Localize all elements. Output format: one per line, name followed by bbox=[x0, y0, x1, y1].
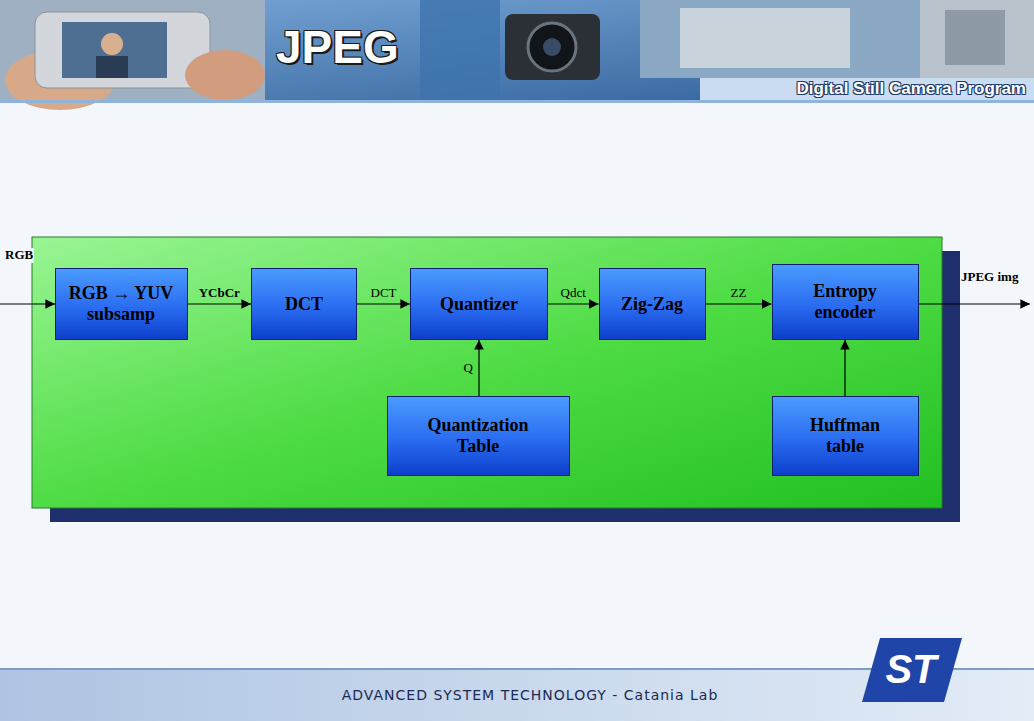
person-illustration bbox=[96, 56, 128, 78]
box-label: Zig-Zag bbox=[621, 294, 683, 315]
process-box: Entropy encoder bbox=[772, 264, 919, 340]
signal-name: YCbCr bbox=[199, 286, 240, 301]
process-box: Quantization Table bbox=[387, 396, 570, 476]
company-logo: ST bbox=[885, 646, 936, 692]
flow-arrow bbox=[188, 303, 252, 304]
hand-illustration bbox=[185, 50, 265, 100]
header-banner bbox=[0, 0, 1034, 100]
signal-name: Q bbox=[464, 361, 473, 376]
phone-screen bbox=[62, 22, 167, 78]
box-label: RGB → YUV subsamp bbox=[65, 283, 177, 324]
program-name: Digital Still Camera Program bbox=[796, 79, 1026, 99]
footer-text: ADVANCED SYSTEM TECHNOLOGY - Catania Lab bbox=[342, 687, 719, 703]
process-box: RGB → YUV subsamp bbox=[55, 268, 188, 340]
process-box: Quantizer bbox=[410, 268, 548, 340]
camera-lens bbox=[543, 38, 561, 56]
signal-name: Qdct bbox=[561, 286, 586, 301]
box-label: Quantization Table bbox=[411, 415, 546, 456]
slide-title: JPEG bbox=[276, 20, 399, 74]
box-label: Quantizer bbox=[440, 294, 518, 315]
signal-name: ZZ bbox=[731, 286, 747, 301]
flow-arrow bbox=[706, 303, 772, 304]
output-arrow bbox=[919, 303, 1030, 304]
process-box: Zig-Zag bbox=[599, 268, 706, 340]
flow-arrow bbox=[548, 303, 599, 304]
phone-illustration bbox=[35, 12, 210, 88]
subtitle-strip bbox=[700, 78, 1034, 100]
header-rule bbox=[0, 100, 1034, 103]
flow-arrow bbox=[844, 340, 845, 396]
signal-name: DCT bbox=[371, 286, 397, 301]
signal-name: RGB bbox=[4, 248, 34, 263]
box-label: DCT bbox=[285, 294, 323, 315]
city-photo bbox=[680, 8, 850, 68]
face-illustration bbox=[101, 33, 123, 55]
camera-lens bbox=[528, 23, 576, 71]
flow-arrow bbox=[478, 340, 479, 396]
header-photo bbox=[640, 0, 920, 78]
header-photo bbox=[0, 0, 265, 100]
process-box: Huffman table bbox=[772, 396, 919, 476]
flow-arrow bbox=[357, 303, 410, 304]
box-label: Huffman table bbox=[793, 415, 898, 456]
header-photo bbox=[920, 0, 1034, 78]
logo-shape bbox=[862, 638, 962, 702]
film-strip bbox=[420, 0, 500, 100]
input-arrow bbox=[0, 303, 55, 304]
process-box: DCT bbox=[251, 268, 357, 340]
camcorder-illustration bbox=[945, 10, 1005, 65]
signal-name: JPEG img bbox=[960, 270, 1019, 285]
camera-illustration bbox=[505, 14, 600, 80]
box-label: Entropy encoder bbox=[788, 281, 903, 322]
encoder-region bbox=[32, 237, 942, 508]
